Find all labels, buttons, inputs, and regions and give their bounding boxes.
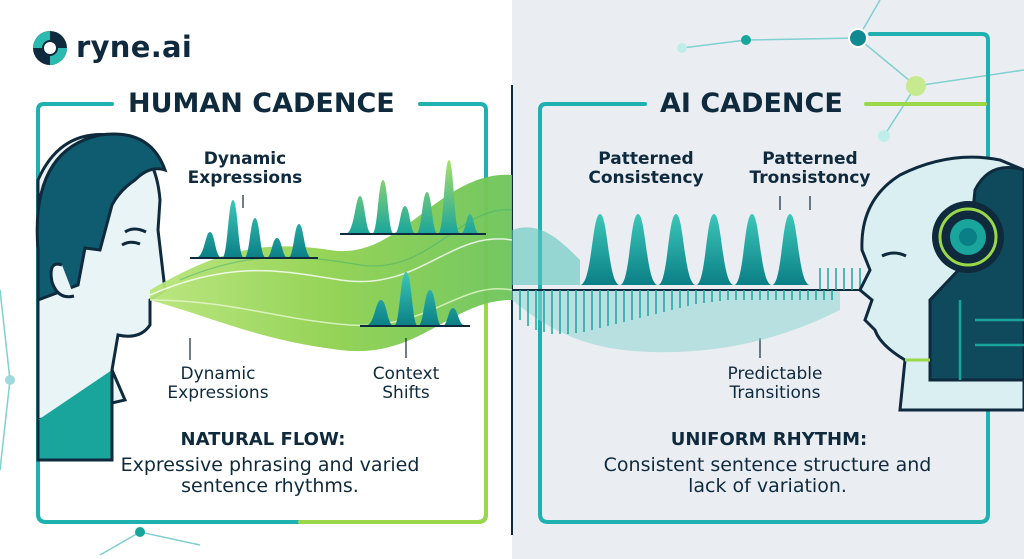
label-dynamic-expressions-bottom: Dynamic Expressions [167, 364, 269, 404]
label-pointer-lines [189, 195, 811, 360]
brand-name: ryne.ai [76, 30, 193, 64]
human-head-illustration [35, 132, 168, 462]
human-panel-frame [36, 102, 488, 524]
ai-panel-frame [538, 32, 990, 524]
human-cadence-title: HUMAN CADENCE [118, 88, 405, 120]
uniform-rhythm-text: Consistent sentence structure and lack o… [603, 454, 932, 498]
brand: ryne.ai [76, 30, 192, 64]
natural-flow-text: Expressive phrasing and varied sentence … [120, 454, 420, 498]
natural-flow-heading: NATURAL FLOW: [180, 429, 346, 450]
ai-uniform-waveform [512, 214, 870, 353]
human-peaks-upper-right [340, 160, 486, 235]
human-peaks-top [190, 200, 318, 259]
label-patterned-consistency: Patterned Consistency [588, 149, 704, 189]
label-dynamic-expressions-top: Dynamic Expressions [187, 149, 303, 189]
label-predictable-transitions: Predictable Transitions [727, 364, 823, 404]
label-context-shifts: Context Shifts [372, 364, 440, 404]
uniform-rhythm-heading: UNIFORM RHYTHM: [670, 429, 868, 450]
network-nodes-decoration [5, 28, 1024, 537]
robot-head-illustration [858, 155, 1024, 412]
swirl-logo-icon [33, 31, 67, 65]
human-peaks-lower [360, 272, 470, 327]
ai-cadence-title: AI CADENCE [650, 88, 853, 120]
label-patterned-tronsistoncy: Patterned Tronsistoncy [749, 149, 871, 189]
